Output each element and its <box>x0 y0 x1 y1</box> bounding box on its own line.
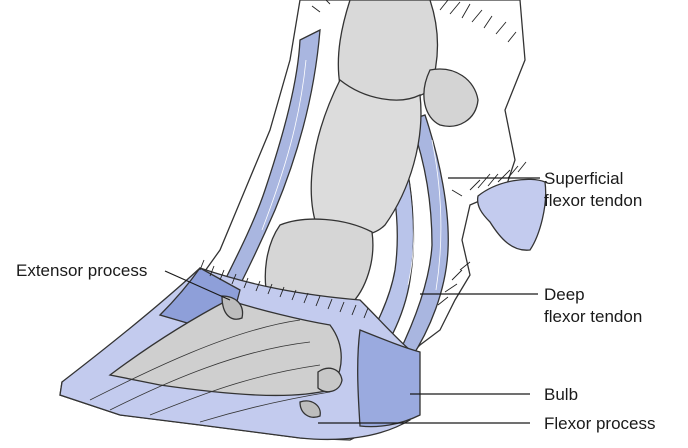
label-superficial-line2: flexor tendon <box>544 191 642 210</box>
label-deep-line2: flexor tendon <box>544 307 642 326</box>
label-flexor-process: Flexor process <box>544 414 655 433</box>
label-superficial-line1: Superficial <box>544 169 623 188</box>
cannon-bone <box>338 0 437 103</box>
label-deep-line1: Deep <box>544 285 585 304</box>
label-bulb: Bulb <box>544 385 578 404</box>
navicular-bone <box>318 368 342 391</box>
ergot <box>478 179 546 250</box>
label-extensor-process: Extensor process <box>16 261 147 280</box>
